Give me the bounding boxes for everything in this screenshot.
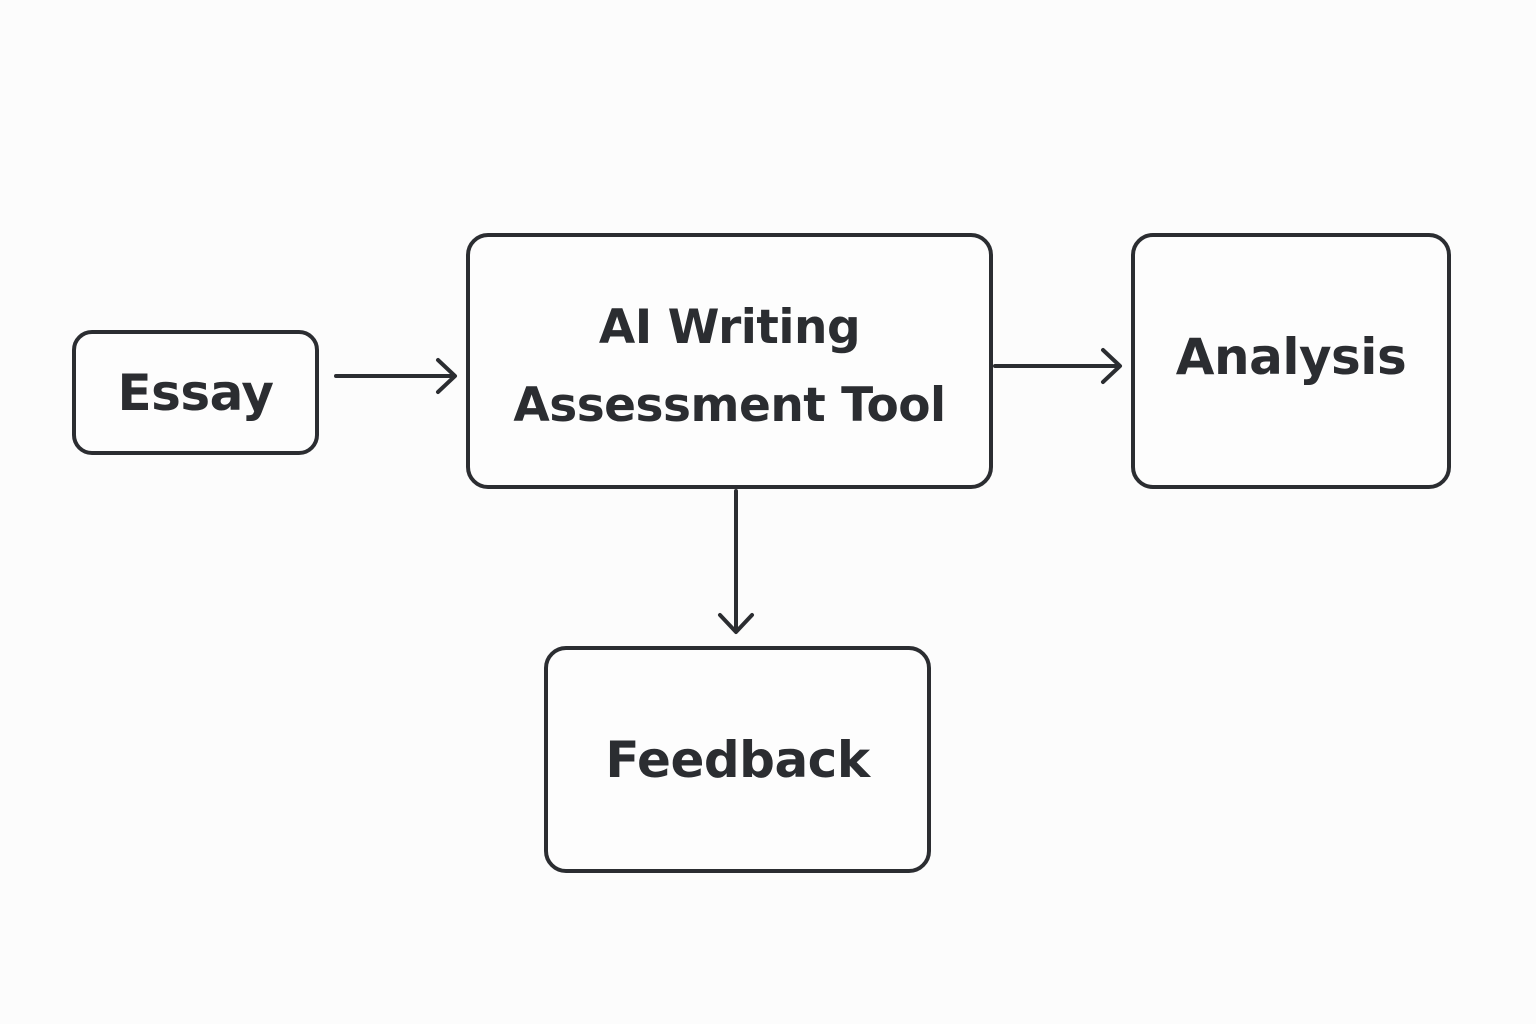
node-essay: Essay — [72, 330, 319, 455]
node-feedback: Feedback — [544, 646, 931, 873]
edge-tool-to-analysis — [993, 348, 1122, 384]
node-tool-label-line1: AI Writing — [598, 300, 861, 355]
node-ai-writing-assessment-tool: AI Writing Assessment Tool — [466, 233, 993, 489]
edge-essay-to-tool-arrowhead — [436, 358, 457, 394]
node-essay-label: Essay — [117, 363, 274, 422]
node-feedback-label: Feedback — [605, 730, 870, 789]
edge-tool-to-feedback — [718, 489, 754, 634]
node-analysis-label: Analysis — [1175, 328, 1407, 386]
node-analysis: Analysis — [1131, 233, 1451, 489]
edge-tool-to-analysis-arrowhead — [1101, 348, 1122, 384]
node-tool-label-line2: Assessment Tool — [513, 378, 946, 433]
edge-tool-to-feedback-arrowhead — [718, 613, 754, 634]
edge-essay-to-tool — [334, 358, 457, 394]
